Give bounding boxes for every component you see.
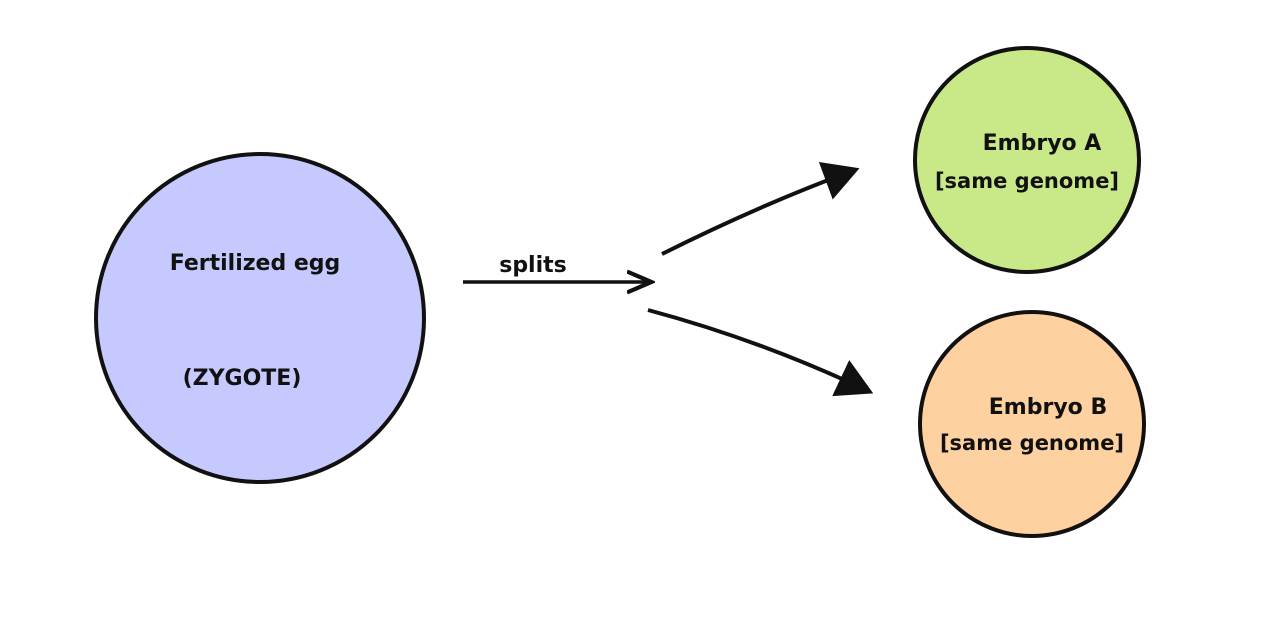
- embryo-a-circle: [913, 46, 1141, 274]
- embryo-b-title: Embryo B: [989, 395, 1107, 420]
- split-label: splits: [499, 253, 567, 278]
- embryo-b-node: Embryo B [same genome]: [918, 310, 1146, 538]
- zygote-subtitle: (ZYGOTE): [183, 366, 302, 391]
- embryo-b-subtitle: [same genome]: [940, 431, 1124, 455]
- split-arrow: splits: [463, 253, 648, 282]
- embryo-b-circle: [918, 310, 1146, 538]
- arrow-to-embryo-b: [647, 308, 874, 397]
- embryo-a-title: Embryo A: [983, 131, 1102, 156]
- arrow-to-embryo-a: [661, 161, 860, 256]
- zygote-node: Fertilized egg (ZYGOTE): [94, 152, 426, 484]
- zygote-title: Fertilized egg: [170, 251, 341, 276]
- zygote-circle: [94, 152, 426, 484]
- embryo-a-subtitle: [same genome]: [935, 169, 1119, 193]
- embryo-a-node: Embryo A [same genome]: [913, 46, 1141, 274]
